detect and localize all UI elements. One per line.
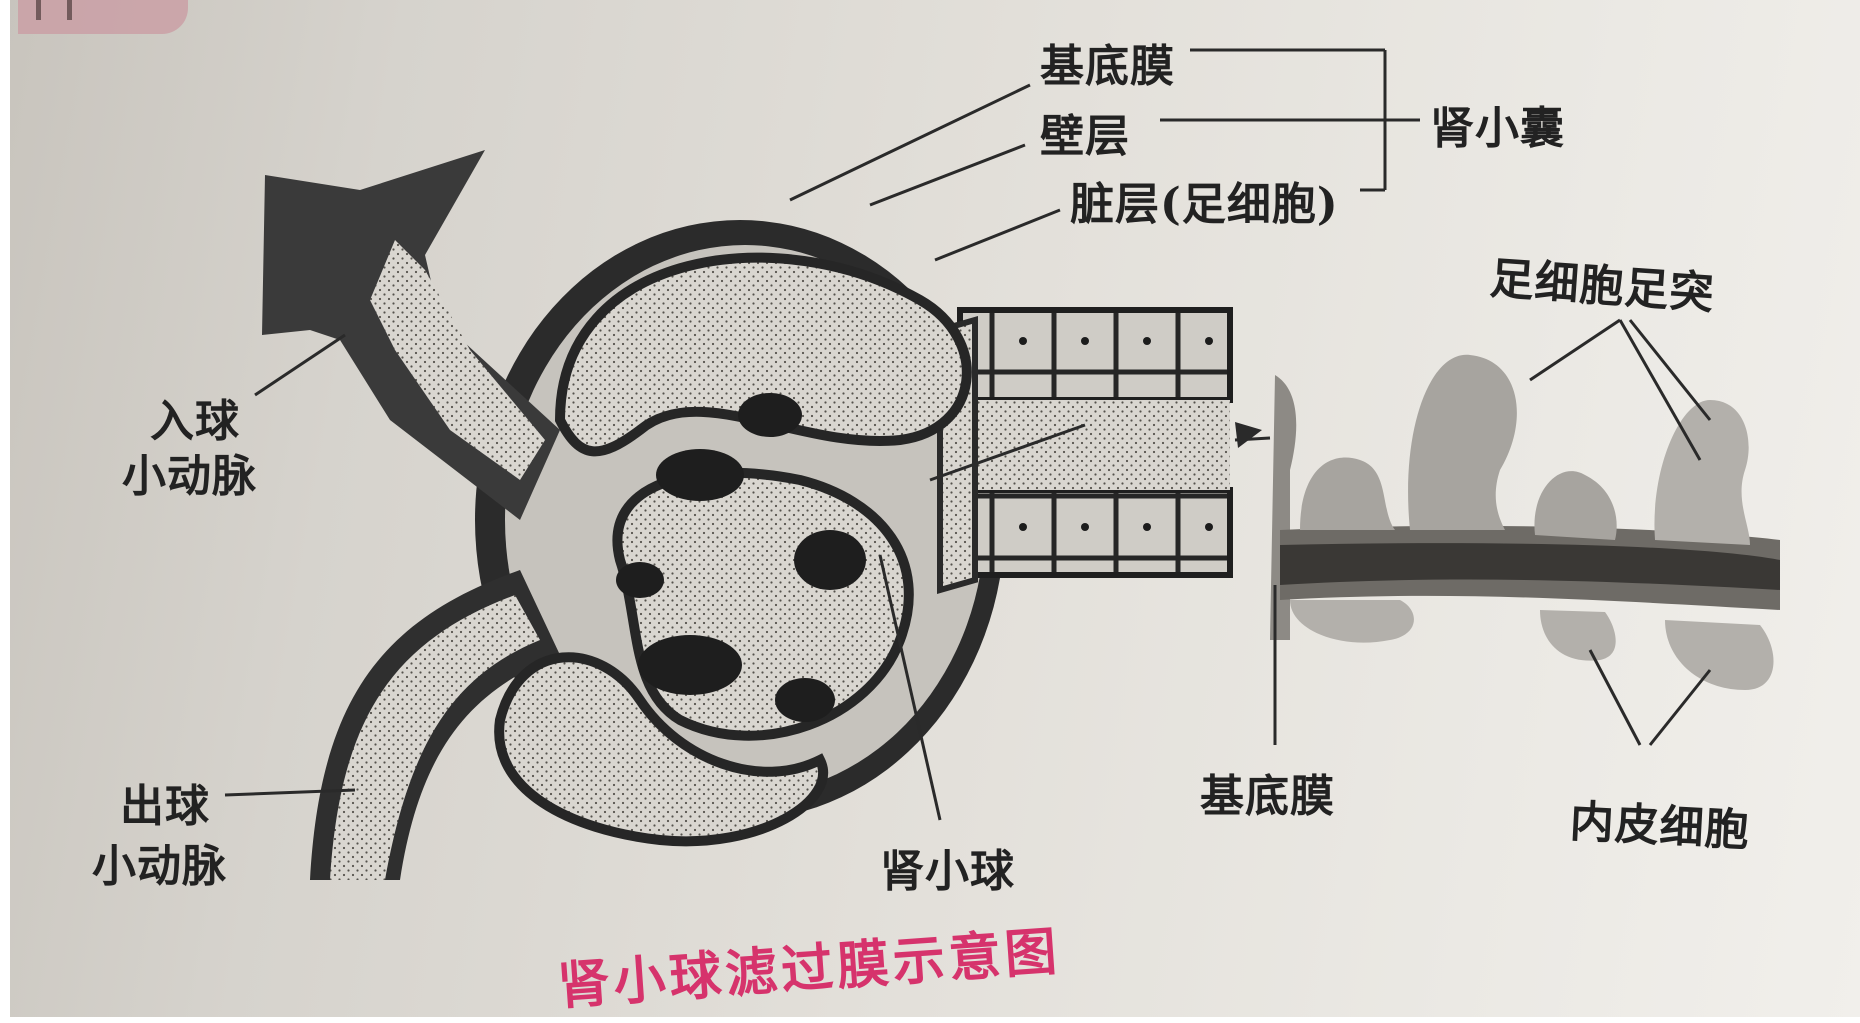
- label-visceral-layer: 脏层(足细胞): [1070, 168, 1339, 232]
- label-glomerulus: 肾小球: [880, 835, 1015, 899]
- label-efferent-arteriole-line2: 小动脉: [92, 830, 227, 894]
- label-endothelial-cell: 内皮细胞: [1568, 785, 1751, 858]
- label-parietal-layer: 壁层: [1040, 100, 1130, 164]
- label-afferent-arteriole-line2: 小动脉: [122, 440, 257, 504]
- label-basement-membrane-top: 基底膜: [1040, 30, 1175, 94]
- label-efferent-arteriole-line1: 出球: [120, 770, 210, 834]
- label-renal-capsule: 肾小囊: [1430, 92, 1565, 156]
- filtration-membrane-inset: [1270, 355, 1780, 690]
- tubule-lower-wall: [960, 490, 1230, 575]
- tubule-upper-wall: [960, 310, 1230, 400]
- tubule-lumen: [960, 400, 1230, 490]
- label-basement-membrane-inset: 基底膜: [1200, 760, 1335, 824]
- inset-arrow-head: [1235, 422, 1262, 448]
